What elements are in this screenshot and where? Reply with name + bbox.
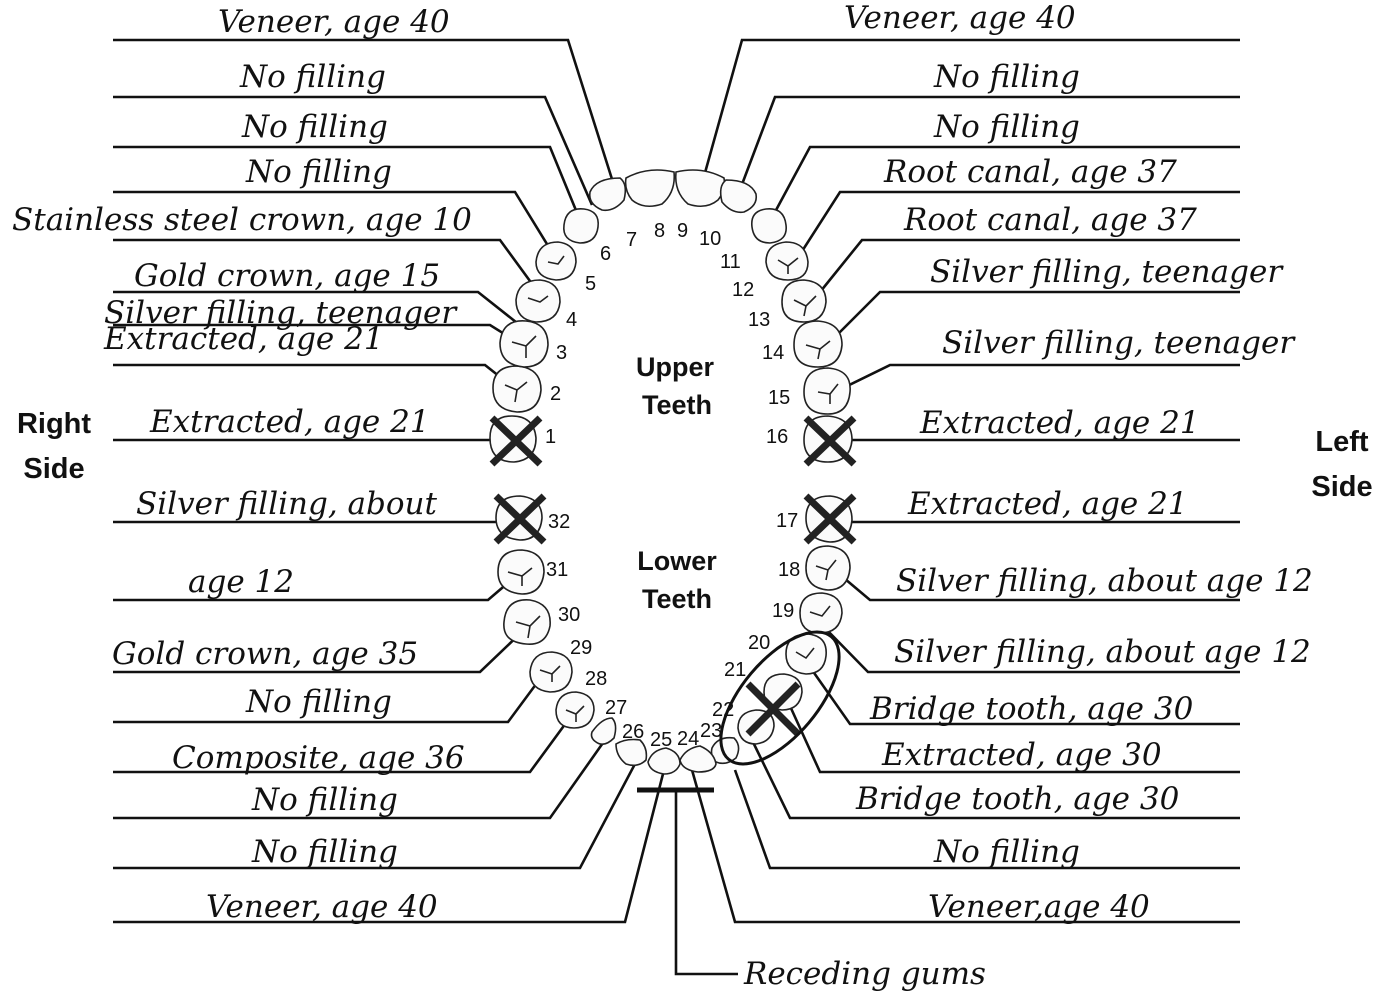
tooth-number-10: 10 <box>699 228 721 250</box>
tooth-number-11: 11 <box>720 251 741 273</box>
tooth-8 <box>626 170 675 206</box>
annotation-tooth-21: Extracted, age 30 <box>881 737 1162 773</box>
tooth-number-4: 4 <box>566 309 577 331</box>
tooth-6 <box>564 209 598 243</box>
teeth <box>490 170 852 774</box>
tooth-number-18: 18 <box>778 559 800 581</box>
annotation-tooth-5: No filling <box>245 154 392 190</box>
tooth-15 <box>804 368 850 414</box>
tooth-3 <box>500 321 548 367</box>
upper-teeth-label-line2: Teeth <box>642 390 712 420</box>
upper-teeth-label-line1: Upper <box>636 352 715 382</box>
tooth-number-3: 3 <box>556 342 567 364</box>
annotation-tooth-13: Root canal, age 37 <box>903 202 1197 238</box>
annotation-tooth-19: Silver filling, about age 12 <box>894 634 1311 670</box>
annotation-tooth-3: Gold crown, age 15 <box>134 258 440 294</box>
right-side-label-line1: Right <box>17 408 91 440</box>
tooth-11 <box>752 209 786 243</box>
tooth-number-17: 17 <box>776 510 798 532</box>
annotation-tooth-7: No filling <box>239 59 386 95</box>
tooth-18 <box>806 546 850 590</box>
tooth-12 <box>766 242 808 280</box>
annotation-tooth-27: No filling <box>251 782 398 818</box>
annotation-tooth-10: No filling <box>933 59 1080 95</box>
annotation-tooth-20: Bridge tooth, age 30 <box>869 691 1193 727</box>
tooth-number-28: 28 <box>585 668 607 690</box>
tooth-number-32: 32 <box>548 511 570 533</box>
tooth-25 <box>648 748 680 774</box>
tooth-number-14: 14 <box>762 342 784 364</box>
tooth-30 <box>504 600 550 644</box>
annotation-tooth-30: Gold crown, age 35 <box>112 636 418 672</box>
annotation-tooth-8: Veneer, age 40 <box>218 4 450 40</box>
lower-teeth-label-line1: Lower <box>637 546 717 576</box>
annotation-tooth-15: Silver filling, teenager <box>942 325 1296 361</box>
lower-teeth-label-line2: Teeth <box>642 584 712 614</box>
tooth-number-24: 24 <box>677 728 699 750</box>
tooth-number-9: 9 <box>677 220 688 242</box>
annotation-tooth-18: Silver filling, about age 12 <box>896 563 1313 599</box>
tooth-29 <box>530 652 572 692</box>
tooth-number-2: 2 <box>550 383 561 405</box>
annotation-tooth-24: Veneer,age 40 <box>928 889 1150 925</box>
tooth-26 <box>616 740 646 766</box>
tooth-number-6: 6 <box>600 243 611 265</box>
tooth-number-22: 22 <box>712 699 734 721</box>
tooth-number-19: 19 <box>772 600 794 622</box>
annotation-tooth-25: Veneer, age 40 <box>206 889 438 925</box>
annotation-tooth-26: No filling <box>251 834 398 870</box>
annotation-tooth-4: Stainless steel crown, age 10 <box>12 202 472 238</box>
annotation-tooth-17: Extracted, age 21 <box>907 486 1188 522</box>
tooth-number-1: 1 <box>545 426 556 448</box>
annotation-tooth-6: No filling <box>241 109 388 145</box>
tooth-10 <box>721 180 757 212</box>
tooth-number-5: 5 <box>585 273 596 295</box>
annotation-tooth-29: No filling <box>245 684 392 720</box>
left-side-label-line1: Left <box>1315 426 1369 458</box>
right-side-label-line2: Side <box>23 453 84 485</box>
tooth-number-12: 12 <box>732 279 754 301</box>
annotation-tooth-12: Root canal, age 37 <box>883 154 1177 190</box>
tooth-number-23: 23 <box>700 720 722 742</box>
tooth-number-30: 30 <box>558 604 580 626</box>
annotation-tooth-28: Composite, age 36 <box>172 740 465 776</box>
annotation-tooth-22: Bridge tooth, age 30 <box>855 781 1179 817</box>
annotation-tooth-32-line1: Silver filling, about <box>136 486 437 522</box>
annotation-tooth-11: No filling <box>933 109 1080 145</box>
tooth-number-27: 27 <box>605 697 627 719</box>
tooth-19 <box>800 593 842 633</box>
annotation-tooth-23: No filling <box>933 834 1080 870</box>
tooth-number-16: 16 <box>766 426 788 448</box>
tooth-number-7: 7 <box>626 229 637 251</box>
arch-labels: Upper Teeth Lower Teeth <box>636 352 717 614</box>
tooth-14 <box>794 321 842 367</box>
tooth-number-29: 29 <box>570 637 592 659</box>
annotation-extracted-upper-right: Extracted, age 21 <box>103 321 384 357</box>
annotation-tooth-16: Extracted, age 21 <box>919 405 1200 441</box>
tooth-number-15: 15 <box>768 387 790 409</box>
annotation-tooth-31: age 12 <box>188 564 294 600</box>
tooth-number-31: 31 <box>546 559 568 581</box>
tooth-31 <box>498 550 544 594</box>
tooth-number-26: 26 <box>622 721 644 743</box>
tooth-number-21: 21 <box>724 659 746 681</box>
annotation-tooth-1: Extracted, age 21 <box>149 404 430 440</box>
tooth-number-8: 8 <box>654 220 665 242</box>
tooth-27 <box>592 718 616 744</box>
tooth-number-13: 13 <box>748 309 770 331</box>
tooth-number-25: 25 <box>650 729 672 751</box>
tooth-numbers: 1 2 3 4 5 6 7 8 9 10 11 12 13 14 15 16 1… <box>545 220 800 751</box>
annotations-left: Veneer, age 40 No filling No filling Roo… <box>844 0 1313 925</box>
receding-gums-label: Receding gums <box>743 956 986 992</box>
tooth-9 <box>676 170 725 206</box>
annotation-tooth-14: Silver filling, teenager <box>930 254 1284 290</box>
left-side-label-line2: Side <box>1311 471 1372 503</box>
tooth-5 <box>536 242 576 280</box>
annotation-tooth-9: Veneer, age 40 <box>844 0 1076 36</box>
tooth-28 <box>556 692 594 728</box>
tooth-number-20: 20 <box>748 632 770 654</box>
tooth-7 <box>590 178 626 210</box>
